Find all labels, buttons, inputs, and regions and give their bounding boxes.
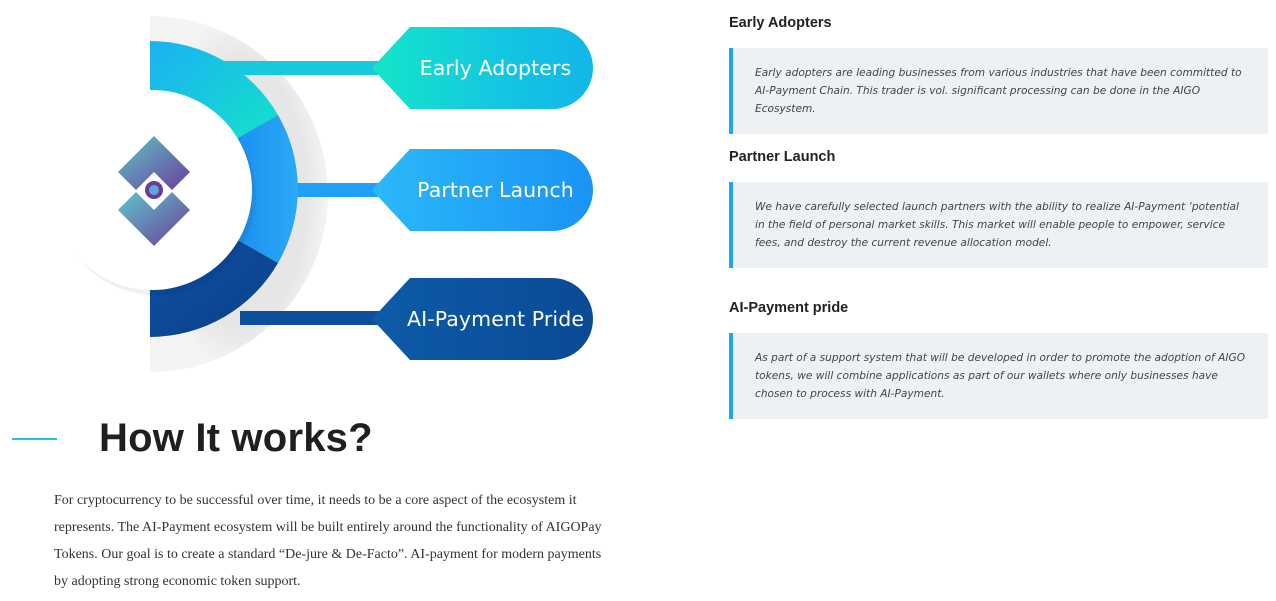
connector-bar-1	[220, 61, 390, 75]
infographic: Early Adopters Partner Launch AI-Payment…	[0, 0, 620, 390]
how-it-works-title: How It works?	[99, 416, 373, 460]
connector-bar-2	[290, 183, 390, 197]
connector-bar-3	[240, 311, 390, 325]
feature-quote: As part of a support system that will be…	[729, 333, 1268, 419]
feature-ai-payment-pride: AI-Payment pride As part of a support sy…	[729, 300, 1268, 419]
section-accent-line	[12, 438, 57, 440]
feature-text: As part of a support system that will be…	[755, 352, 1246, 400]
feature-title: AI-Payment pride	[729, 300, 849, 316]
pill-label: Early Adopters	[419, 56, 572, 80]
feature-partner-launch: Partner Launch We have carefully selecte…	[729, 149, 1268, 268]
feature-title: Early Adopters	[729, 15, 832, 31]
segment-navy	[150, 239, 278, 337]
pill-early-adopters: Early Adopters	[372, 27, 593, 109]
segment-teal	[150, 41, 278, 139]
pill-partner-launch: Partner Launch	[372, 149, 593, 231]
feature-quote: We have carefully selected launch partne…	[729, 182, 1268, 268]
feature-title: Partner Launch	[729, 149, 836, 165]
feature-text: Early adopters are leading businesses fr…	[755, 67, 1242, 115]
diamond-logo-icon	[118, 136, 190, 246]
feature-early-adopters: Early Adopters Early adopters are leadin…	[729, 15, 1268, 134]
pill-label: Partner Launch	[417, 178, 574, 202]
how-it-works-body: For cryptocurrency to be successful over…	[54, 493, 602, 589]
feature-quote: Early adopters are leading businesses fr…	[729, 48, 1268, 134]
pill-label: AI-Payment Pride	[406, 307, 585, 331]
feature-text: We have carefully selected launch partne…	[755, 201, 1239, 249]
segment-blue	[236, 115, 298, 263]
pill-ai-payment-pride: AI-Payment Pride	[372, 278, 593, 360]
infographic-graphic	[52, 16, 390, 372]
